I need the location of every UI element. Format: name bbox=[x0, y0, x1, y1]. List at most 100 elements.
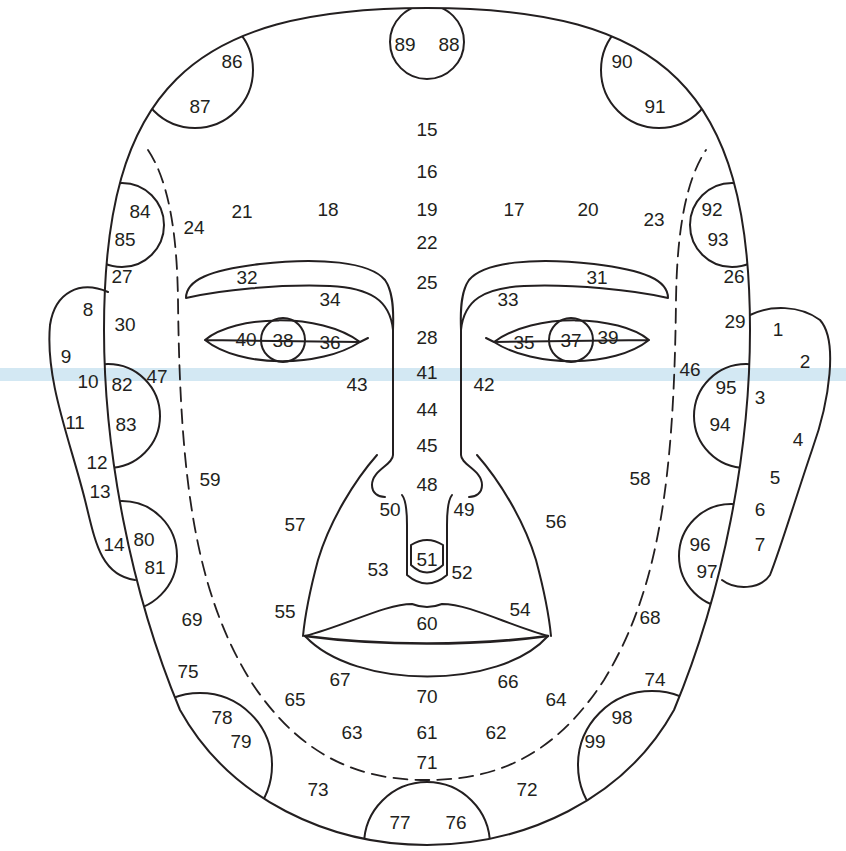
callout-number: 5 bbox=[770, 467, 781, 489]
callout-number: 31 bbox=[586, 267, 607, 289]
callout-number: 49 bbox=[453, 499, 474, 521]
callout-number: 6 bbox=[755, 499, 766, 521]
callout-number: 40 bbox=[235, 329, 256, 351]
callout-number: 57 bbox=[284, 514, 305, 536]
region-node: 90 91 bbox=[601, 12, 717, 128]
region-number: 80 bbox=[133, 529, 154, 551]
region-node: 8485 bbox=[80, 183, 164, 267]
nose-line bbox=[372, 330, 393, 497]
region-number: 79 bbox=[230, 731, 251, 753]
callout-number: 18 bbox=[317, 199, 338, 221]
callout-number: 59 bbox=[199, 469, 220, 491]
region-node: 9899 bbox=[578, 691, 726, 839]
callout-number: 42 bbox=[473, 374, 494, 396]
callout-number: 32 bbox=[236, 267, 257, 289]
region-node: 8988 bbox=[390, 5, 464, 79]
region-number: 37 bbox=[560, 330, 581, 352]
callout-number: 23 bbox=[643, 209, 664, 231]
callout-number: 44 bbox=[416, 399, 437, 421]
callout-number: 62 bbox=[485, 722, 506, 744]
callout-number: 3 bbox=[755, 387, 766, 409]
nostril-outline bbox=[411, 540, 443, 573]
region-node: 7776 bbox=[364, 782, 490, 851]
callout-number: 39 bbox=[597, 327, 618, 349]
region-node: 38 bbox=[261, 318, 305, 362]
iris bbox=[261, 318, 305, 362]
callout-number: 67 bbox=[329, 669, 350, 691]
region-number: 93 bbox=[707, 229, 728, 251]
zone-circle bbox=[80, 183, 164, 267]
zone-circle bbox=[364, 782, 490, 851]
left-eye bbox=[205, 320, 368, 361]
nasolabial-line bbox=[477, 455, 551, 636]
callout-number: 70 bbox=[416, 686, 437, 708]
callout-number: 29 bbox=[724, 311, 745, 333]
callout-number: 64 bbox=[545, 689, 566, 711]
callout-number: 30 bbox=[114, 314, 135, 336]
callout-number: 28 bbox=[416, 327, 437, 349]
head-outline bbox=[104, 8, 750, 845]
region-number: 91 bbox=[644, 96, 665, 118]
callout-number: 71 bbox=[416, 752, 437, 774]
callout-number: 43 bbox=[346, 374, 367, 396]
region-node: 51 bbox=[409, 535, 445, 581]
callout-number: 10 bbox=[77, 371, 98, 393]
callout-number: 13 bbox=[89, 481, 110, 503]
region-node: 7879 bbox=[128, 693, 272, 837]
zone-circle bbox=[690, 183, 774, 267]
region-number: 83 bbox=[115, 414, 136, 436]
callout-number: 53 bbox=[367, 559, 388, 581]
zone-circle bbox=[56, 364, 160, 468]
callout-number: 55 bbox=[274, 601, 295, 623]
callout-number: 9 bbox=[61, 346, 72, 368]
callout-number: 7 bbox=[755, 534, 766, 556]
region-node: 37 bbox=[549, 318, 593, 362]
callout-number: 34 bbox=[319, 289, 340, 311]
callout-number: 16 bbox=[416, 161, 437, 183]
callout-number: 66 bbox=[497, 671, 518, 693]
region-number: 92 bbox=[701, 199, 722, 221]
callout-number: 12 bbox=[86, 452, 107, 474]
callout-number: 2 bbox=[800, 351, 811, 373]
zone-circle bbox=[67, 501, 177, 611]
region-number: 89 bbox=[394, 34, 415, 56]
callout-number: 69 bbox=[181, 609, 202, 631]
callout-number: 22 bbox=[416, 232, 437, 254]
region-number: 94 bbox=[709, 414, 730, 436]
region-number: 77 bbox=[389, 812, 410, 834]
callout-number: 56 bbox=[545, 511, 566, 533]
region-number: 51 bbox=[416, 549, 437, 571]
region-number: 82 bbox=[111, 374, 132, 396]
region-node: 9293 bbox=[690, 183, 774, 267]
mouth-line bbox=[305, 636, 548, 644]
region-node: 9594 bbox=[694, 364, 798, 468]
region-number: 96 bbox=[689, 534, 710, 556]
region-number: 81 bbox=[144, 557, 165, 579]
callout-number: 68 bbox=[639, 607, 660, 629]
callout-number: 26 bbox=[723, 266, 744, 288]
zone-circle bbox=[578, 691, 726, 839]
region-number: 86 bbox=[221, 51, 242, 73]
region-number: 60 bbox=[416, 613, 437, 635]
region-number: 99 bbox=[584, 731, 605, 753]
callout-number: 8 bbox=[83, 299, 94, 321]
nasolabial-line bbox=[303, 455, 377, 636]
callout-number: 54 bbox=[509, 599, 530, 621]
callout-number: 24 bbox=[183, 217, 204, 239]
region-number: 85 bbox=[114, 229, 135, 251]
region-node: 86 87 bbox=[137, 12, 253, 128]
region-number: 84 bbox=[129, 201, 150, 223]
region-node: 8081 bbox=[67, 501, 177, 611]
zone-circle bbox=[601, 12, 717, 128]
callout-number: 72 bbox=[516, 779, 537, 801]
callout-number: 50 bbox=[379, 499, 400, 521]
callout-number: 27 bbox=[111, 266, 132, 288]
region-number: 90 bbox=[611, 51, 632, 73]
callout-number: 11 bbox=[65, 412, 85, 434]
region-number: 87 bbox=[189, 96, 210, 118]
callout-number: 21 bbox=[231, 201, 252, 223]
callout-number: 4 bbox=[793, 429, 804, 451]
callout-number: 17 bbox=[503, 199, 524, 221]
zone-circle bbox=[128, 693, 272, 837]
zone-circle bbox=[137, 12, 253, 128]
